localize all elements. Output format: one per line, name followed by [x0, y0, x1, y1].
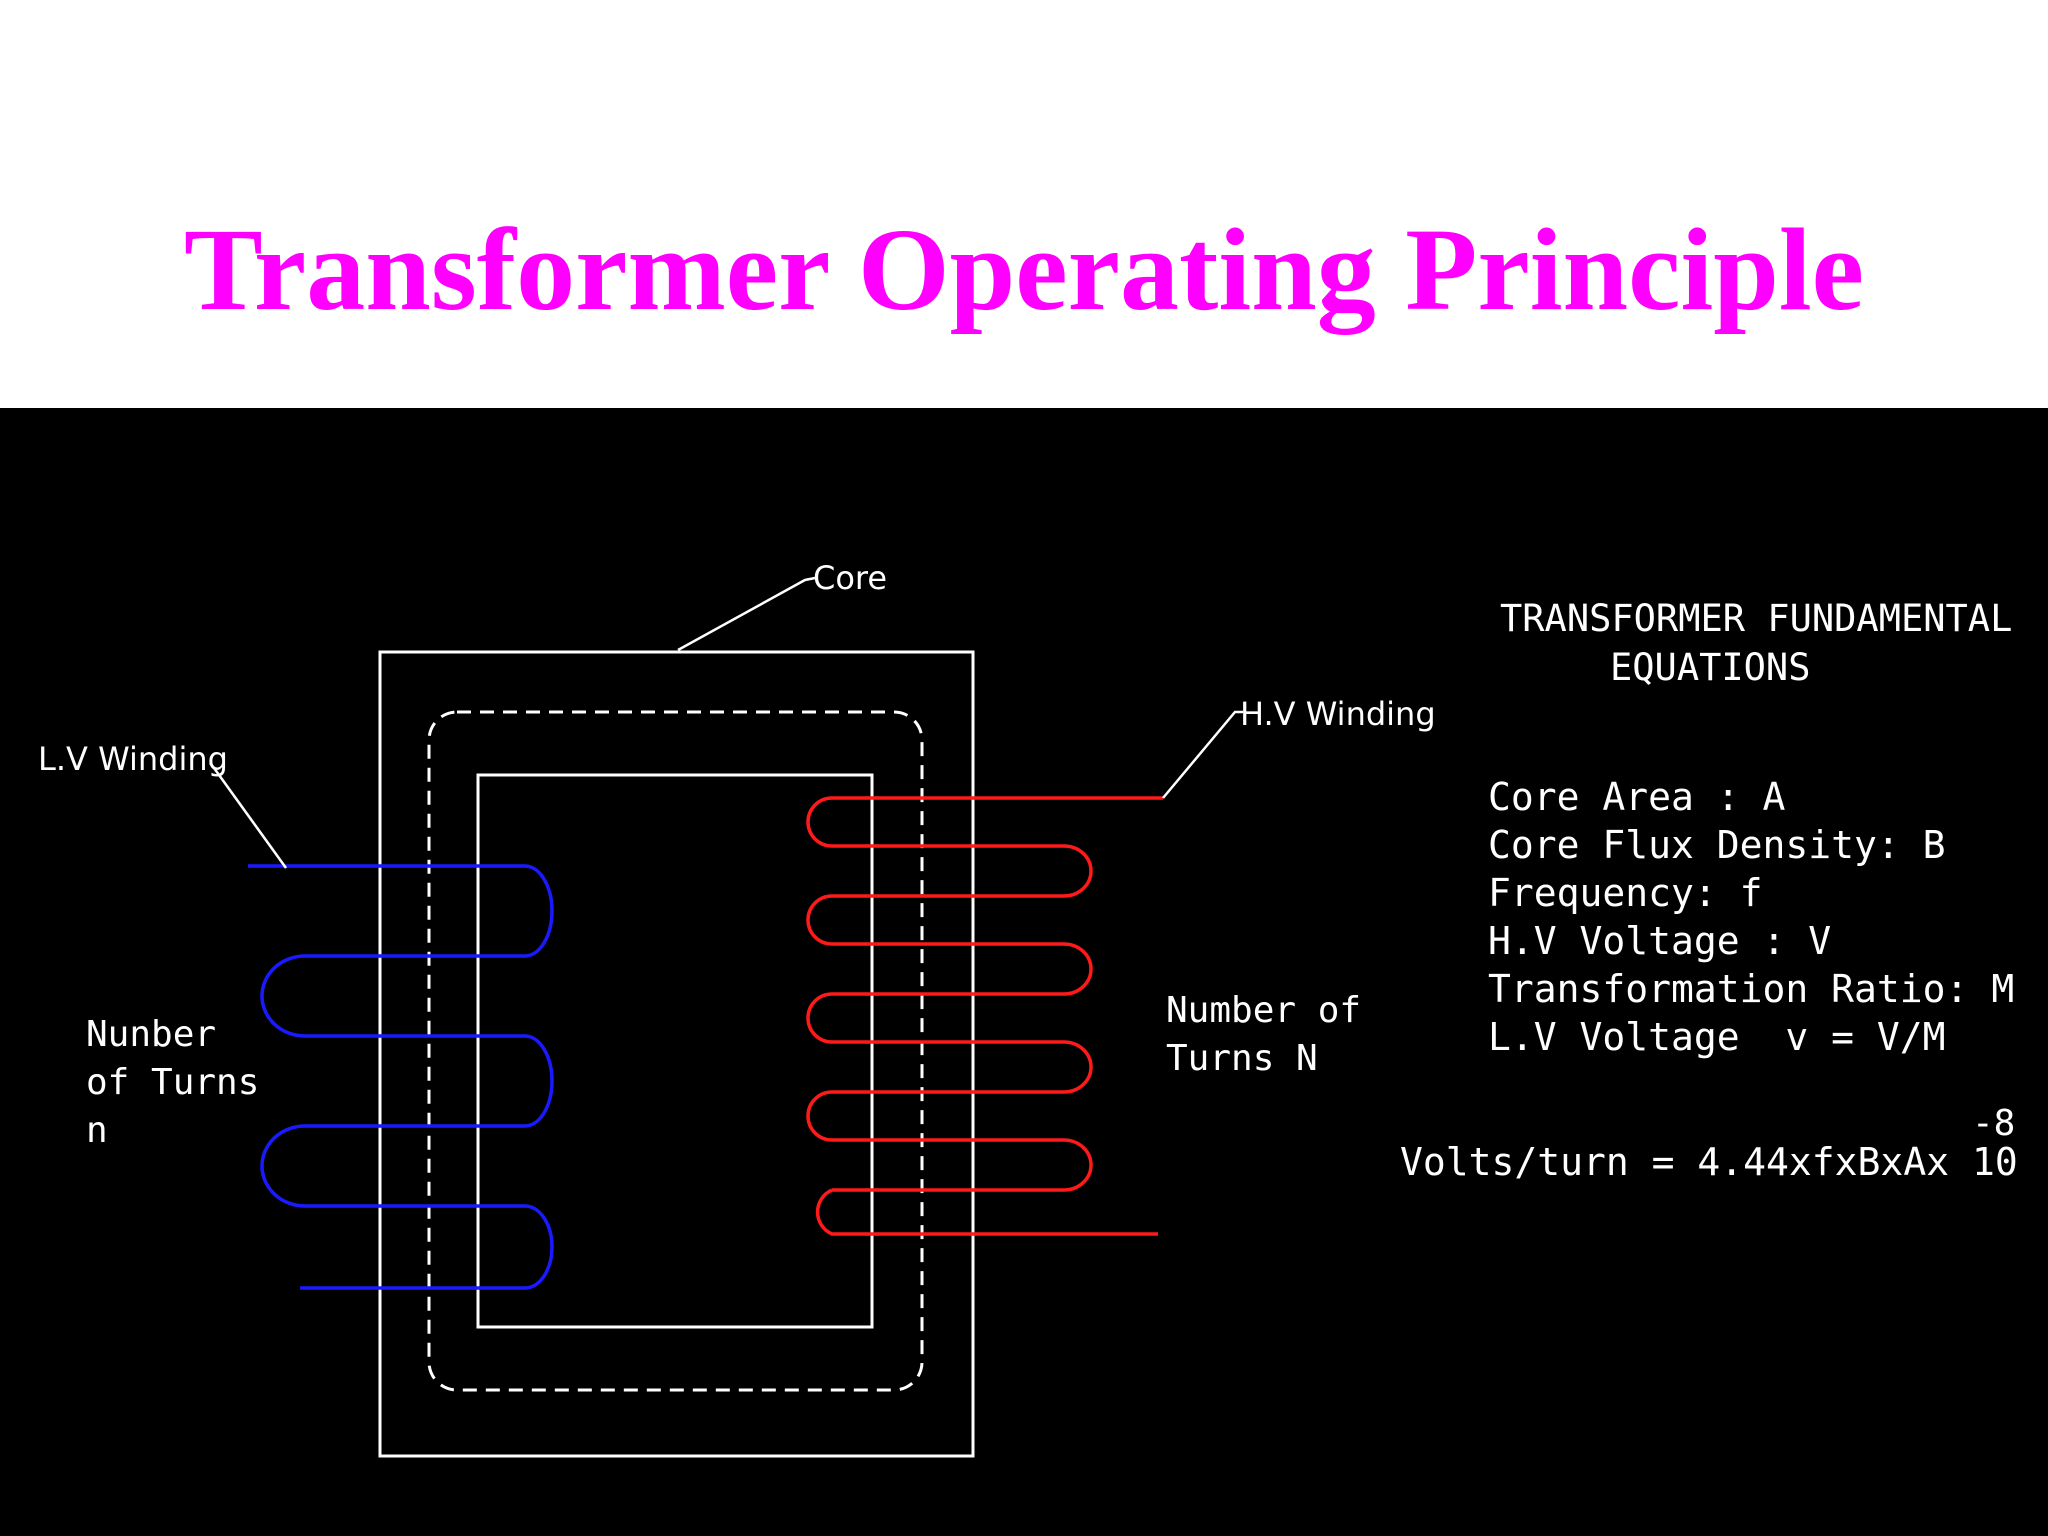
- lv-turns-label-line3: n: [86, 1110, 108, 1151]
- equation-hv-voltage: H.V Voltage : V: [1488, 919, 1831, 963]
- equation-flux-density: Core Flux Density: B: [1488, 823, 1946, 867]
- transformer-diagram: Core L.V Winding H.V Winding Nunber of T…: [38, 559, 2018, 1458]
- equation-lv-voltage: L.V Voltage v = V/M: [1488, 1015, 1946, 1059]
- lv-turns-label-line2: of Turns: [86, 1062, 259, 1103]
- equation-transformation-ratio: Transformation Ratio: M: [1488, 967, 2014, 1011]
- core-leader-line: [677, 576, 816, 652]
- core-label: Core: [813, 559, 887, 597]
- volts-per-turn-formula: Volts/turn = 4.44xfxBxAx 10: [1400, 1140, 2018, 1184]
- flux-path-dashed: [427, 710, 924, 1392]
- lv-winding: [248, 864, 554, 1290]
- hv-winding-label: H.V Winding: [1240, 695, 1436, 733]
- equations-block: TRANSFORMER FUNDAMENTAL EQUATIONS Core A…: [1400, 597, 2018, 1184]
- equations-heading-line2: EQUATIONS: [1610, 646, 1810, 689]
- slide-title: Transformer Operating Principle: [183, 204, 1865, 335]
- lv-winding-leader-line: [209, 762, 288, 869]
- equation-core-area: Core Area : A: [1488, 775, 1786, 819]
- diagram-panel: Core L.V Winding H.V Winding Nunber of T…: [0, 408, 2048, 1536]
- equations-heading-line1: TRANSFORMER FUNDAMENTAL: [1500, 597, 2012, 640]
- hv-winding-leader-line: [1162, 710, 1243, 799]
- hv-winding: [806, 796, 1163, 1236]
- lv-winding-label: L.V Winding: [38, 740, 228, 778]
- core-inner-window: [476, 773, 874, 1329]
- hv-turns-label-line1: Number of: [1166, 990, 1361, 1031]
- volts-per-turn-exponent: -8: [1972, 1103, 2015, 1144]
- core-outer-outline: [378, 650, 975, 1458]
- hv-turns-label-line2: Turns N: [1166, 1038, 1318, 1079]
- lv-turns-label-line1: Nunber: [86, 1014, 216, 1055]
- equation-frequency: Frequency: f: [1488, 871, 1763, 915]
